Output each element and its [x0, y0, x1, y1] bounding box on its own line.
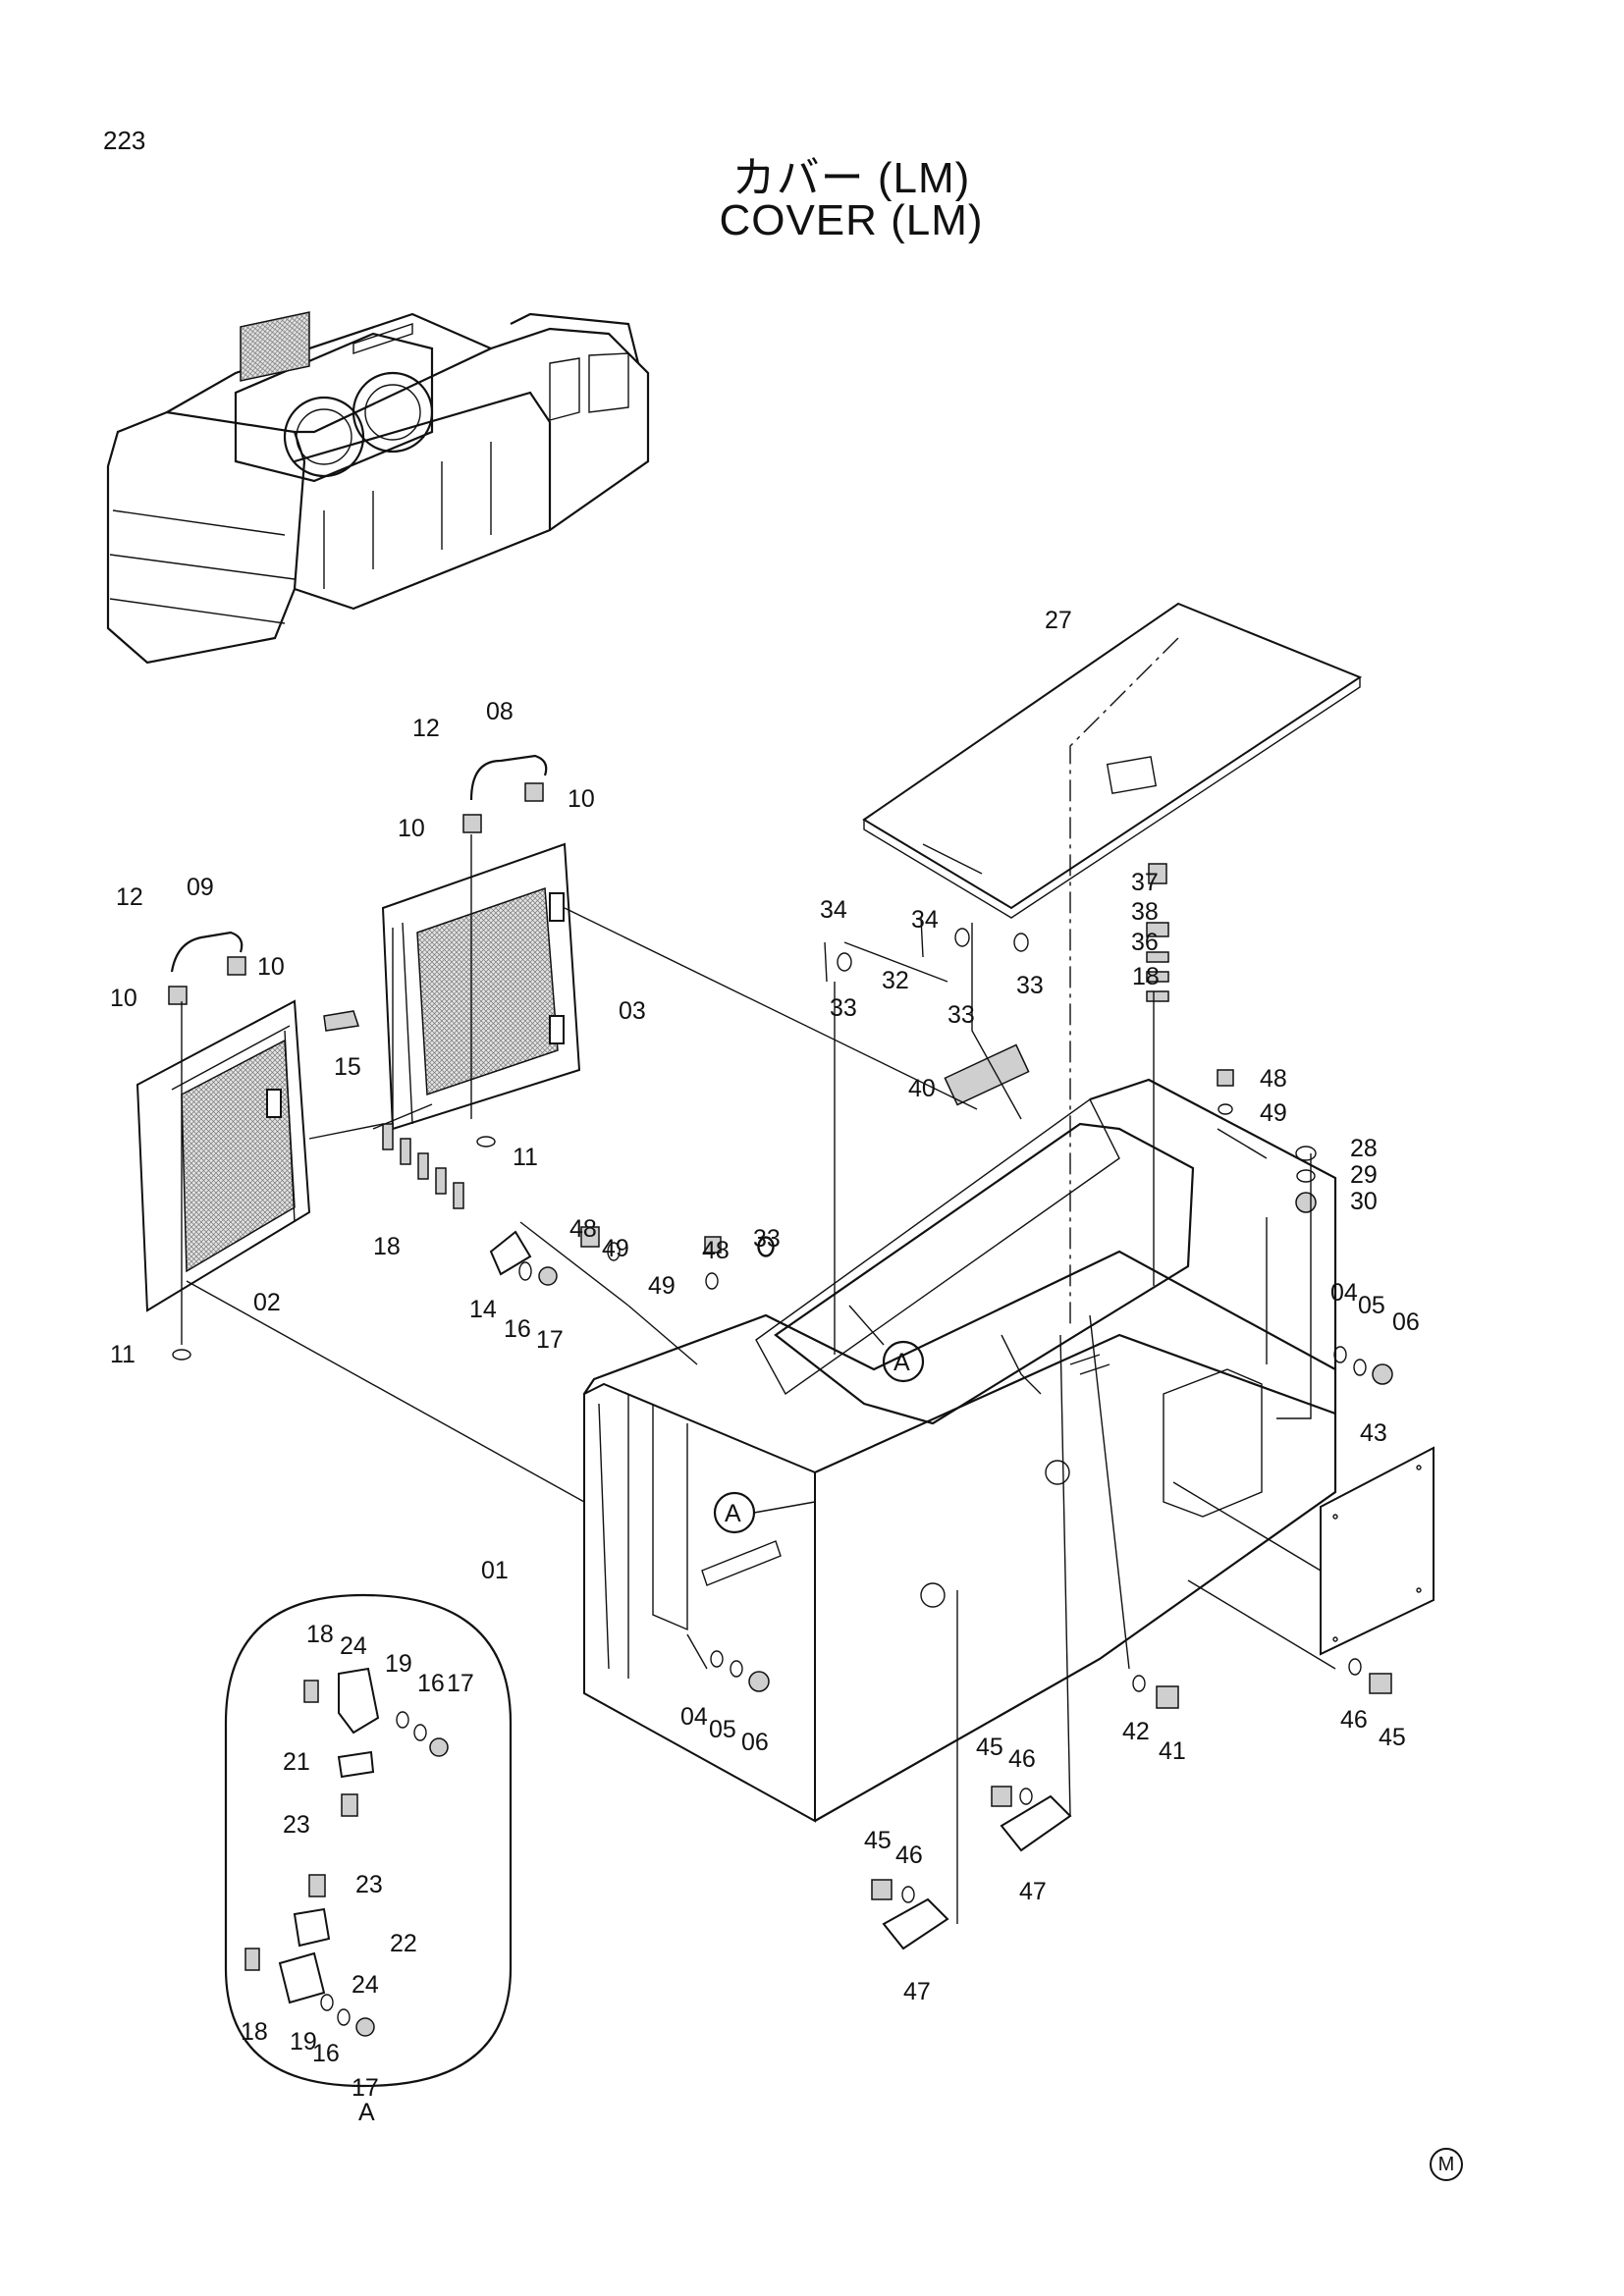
- part-label-48-2: 48: [569, 1215, 597, 1243]
- part-02-left-door: [135, 999, 311, 1312]
- part-label-11-2: 11: [110, 1341, 135, 1368]
- excavator-overview-sketch: [106, 311, 650, 665]
- callout-a-upper-label: A: [893, 1349, 910, 1376]
- part-label-49-3: 49: [648, 1272, 676, 1300]
- part-label-29: 29: [1350, 1161, 1378, 1189]
- part-label-45: 45: [976, 1734, 1003, 1761]
- page-number: 223: [103, 126, 146, 155]
- part-label-17-3: 17: [352, 2074, 379, 2102]
- part-27-top-cover: [862, 602, 1363, 1325]
- part-label-30: 30: [1350, 1188, 1378, 1215]
- part-label-01: 01: [481, 1557, 509, 1584]
- part-label-33-4: 33: [753, 1225, 781, 1253]
- part-label-19-2: 19: [290, 2028, 317, 2056]
- part-label-45-2: 45: [864, 1827, 892, 1854]
- part-label-32: 32: [882, 967, 909, 994]
- part-label-05-2: 05: [1358, 1292, 1385, 1319]
- part-label-16-3: 16: [312, 2040, 340, 2067]
- part-label-24-2: 24: [352, 1971, 379, 1999]
- part-label-33: 33: [830, 994, 857, 1022]
- small-hardware-parts: [172, 863, 1393, 1950]
- part-label-19: 19: [385, 1650, 412, 1678]
- part-label-03: 03: [619, 997, 646, 1025]
- part-09-handle: [168, 931, 246, 1005]
- part-label-22: 22: [390, 1930, 417, 1957]
- part-label-46: 46: [1008, 1745, 1036, 1773]
- part-label-46-3: 46: [1340, 1706, 1368, 1734]
- callout-a-lower-label: A: [725, 1500, 741, 1527]
- part-label-40: 40: [908, 1075, 936, 1102]
- callout-a-upper: A: [848, 1305, 925, 1383]
- part-label-15: 15: [334, 1053, 361, 1081]
- part-label-49: 49: [1260, 1099, 1287, 1127]
- part-03-right-door: [381, 842, 581, 1131]
- part-label-24: 24: [340, 1632, 367, 1660]
- part-label-17: 17: [536, 1326, 564, 1354]
- detail-view-a-label: A: [358, 2099, 375, 2126]
- part-label-10-4: 10: [110, 985, 137, 1012]
- part-label-04-2: 04: [1330, 1279, 1358, 1307]
- part-label-49-2: 49: [602, 1235, 629, 1262]
- part-label-27: 27: [1045, 607, 1072, 634]
- page-title-jp: カバー (LM): [731, 154, 971, 202]
- part-label-06: 06: [741, 1729, 769, 1756]
- part-01-main-cover: [583, 1078, 1337, 1823]
- part-label-43: 43: [1360, 1419, 1387, 1447]
- part-label-37: 37: [1131, 869, 1159, 896]
- part-label-02: 02: [253, 1289, 281, 1316]
- part-label-21: 21: [283, 1748, 310, 1776]
- part-label-28: 28: [1350, 1135, 1378, 1162]
- part-label-18-3: 18: [306, 1621, 334, 1648]
- part-43-side-plate: [1320, 1446, 1435, 1656]
- part-label-12-2: 12: [116, 883, 143, 911]
- part-label-36: 36: [1131, 929, 1159, 956]
- part-label-08: 08: [486, 698, 514, 725]
- part-label-10: 10: [568, 785, 595, 813]
- part-label-48: 48: [1260, 1065, 1287, 1093]
- page-title-en: COVER (LM): [719, 196, 984, 244]
- part-label-16: 16: [504, 1315, 531, 1343]
- part-label-06-2: 06: [1392, 1308, 1420, 1336]
- callout-a-lower: A: [713, 1491, 816, 1534]
- part-label-14: 14: [469, 1296, 497, 1323]
- part-label-47-2: 47: [903, 1978, 931, 2005]
- part-label-34-2: 34: [911, 906, 939, 934]
- detail-view-a: A: [224, 1593, 513, 2126]
- leader-lines: [181, 834, 1336, 1924]
- part-labels: 0102030404050506060809101010101111121214…: [110, 607, 1420, 2102]
- part-label-33-2: 33: [947, 1001, 975, 1029]
- part-label-34: 34: [820, 896, 847, 924]
- part-label-05: 05: [709, 1716, 736, 1743]
- part-label-47: 47: [1019, 1878, 1047, 1905]
- part-label-11: 11: [513, 1144, 538, 1171]
- part-label-17-2: 17: [447, 1670, 474, 1697]
- part-label-09: 09: [187, 874, 214, 901]
- corner-mark: M: [1430, 2148, 1463, 2181]
- part-label-10-3: 10: [257, 953, 285, 981]
- part-label-18-4: 18: [241, 2018, 268, 2046]
- part-label-23: 23: [283, 1811, 310, 1839]
- part-label-33-3: 33: [1016, 972, 1044, 999]
- part-label-46-2: 46: [895, 1842, 923, 1869]
- part-label-16-2: 16: [417, 1670, 445, 1697]
- part-label-38: 38: [1131, 898, 1159, 926]
- part-label-12: 12: [412, 715, 440, 742]
- part-label-10-2: 10: [398, 815, 425, 842]
- part-label-45-3: 45: [1379, 1724, 1406, 1751]
- part-08-handle: [462, 754, 548, 833]
- part-label-48-3: 48: [702, 1237, 730, 1264]
- part-label-18-2: 18: [1132, 963, 1160, 990]
- part-label-23-2: 23: [355, 1871, 383, 1898]
- part-label-04: 04: [680, 1703, 708, 1731]
- part-label-18: 18: [373, 1233, 401, 1260]
- part-label-41: 41: [1159, 1737, 1186, 1765]
- part-label-42: 42: [1122, 1718, 1150, 1745]
